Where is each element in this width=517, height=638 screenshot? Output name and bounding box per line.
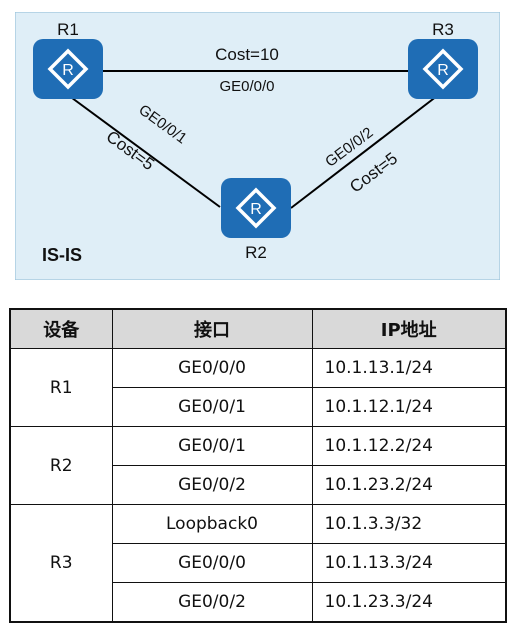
device-cell: R1 [9, 348, 113, 427]
interface-cell: Loopback0 [111, 504, 313, 544]
router-r3-label: R3 [432, 20, 454, 39]
router-r2-icon [219, 176, 293, 240]
interface-address-table: 设备 接口 IP地址 R1 GE0/0/0 10.1.13.1/24 GE0/0… [9, 308, 507, 623]
table-row: R2 GE0/0/1 10.1.12.2/24 [9, 426, 507, 505]
router-r3-icon [406, 37, 480, 101]
ip-cell: 10.1.12.2/24 [311, 426, 507, 466]
table-row: GE0/0/0 10.1.13.3/24 [10, 543, 507, 583]
ip-cell: 10.1.23.2/24 [311, 465, 507, 505]
header-interface: 接口 [111, 308, 313, 349]
interface-cell: GE0/0/2 [111, 582, 313, 623]
ip-cell: 10.1.13.1/24 [311, 348, 507, 388]
table-row: R3 Loopback0 10.1.3.3/32 [9, 504, 507, 623]
topology-diagram: R R1 R3 R2 Cost=10 GE0/0/0 GE0/0/1 Cost=… [15, 12, 500, 280]
router-r1-icon [31, 37, 105, 101]
area-label: IS-IS [42, 245, 82, 265]
ip-cell: 10.1.23.3/24 [311, 582, 507, 623]
router-r2-label: R2 [245, 243, 267, 262]
interface-cell: GE0/0/1 [111, 426, 313, 466]
ip-cell: 10.1.12.1/24 [311, 387, 507, 427]
link-r1-r2 [67, 94, 221, 208]
header-ip-address: IP地址 [311, 308, 507, 349]
header-device: 设备 [9, 308, 113, 349]
link-r3-r2 [290, 95, 438, 209]
ip-cell: 10.1.3.3/32 [311, 504, 507, 544]
router-r1-label: R1 [57, 20, 79, 39]
interface-cell: GE0/0/2 [111, 465, 313, 505]
device-cell: R3 [9, 504, 113, 623]
interface-cell: GE0/0/0 [111, 543, 313, 583]
link-r1-r3-cost: Cost=10 [215, 45, 279, 64]
table-row: GE0/0/2 10.1.23.3/24 [10, 582, 507, 623]
device-cell: R2 [9, 426, 113, 505]
table-row: GE0/0/2 10.1.23.2/24 [10, 465, 507, 505]
ip-cell: 10.1.13.3/24 [311, 543, 507, 583]
table-row: GE0/0/1 10.1.12.1/24 [10, 387, 507, 427]
table-row: R1 GE0/0/0 10.1.13.1/24 [9, 348, 507, 427]
table-header-row: 设备 接口 IP地址 [9, 308, 507, 349]
link-r1-r3-interface: GE0/0/0 [219, 78, 274, 95]
interface-cell: GE0/0/0 [111, 348, 313, 388]
interface-cell: GE0/0/1 [111, 387, 313, 427]
